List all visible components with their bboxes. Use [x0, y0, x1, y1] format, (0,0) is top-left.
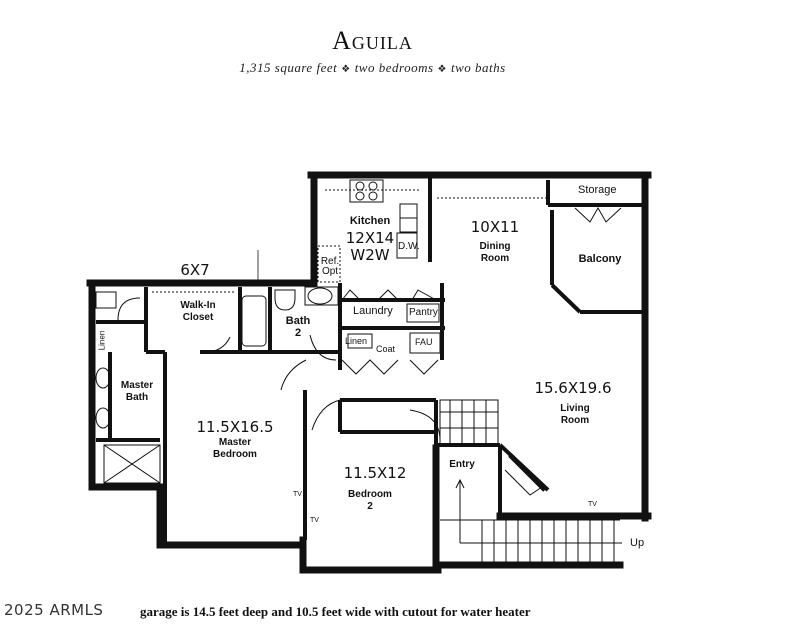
entry-label: Entry — [449, 459, 475, 470]
separator-icon: ❖ — [341, 64, 351, 75]
balcony-label: Balcony — [578, 253, 622, 265]
fau-label: FAU — [415, 337, 433, 347]
linen-master-label: Linen — [97, 330, 107, 351]
kitchen-label: Kitchen — [349, 215, 391, 227]
garage-note: garage is 14.5 feet deep and 10.5 feet w… — [140, 604, 531, 619]
living-label: Living Room — [560, 403, 590, 426]
bedroom2-label: Bedroom 2 — [348, 489, 392, 512]
bedroom-count: two bedrooms — [354, 60, 434, 75]
plan-subtitle: 1,315 square feet❖two bedrooms❖two baths — [0, 60, 745, 76]
walk-in-closet-dimensions: 6X7 — [180, 261, 210, 279]
pantry-label: Pantry — [409, 307, 438, 318]
laundry-label: Laundry — [353, 305, 393, 317]
tv-label-bedroom2: TV — [310, 517, 319, 524]
bath2-label: Bath 2 — [285, 315, 311, 339]
master-bath-label: Master Bath — [120, 380, 154, 403]
storage-label: Storage — [578, 184, 617, 196]
master-bedroom-dimensions: 11.5X16.5 — [196, 418, 274, 436]
tv-label-master: TV — [293, 491, 302, 498]
bedroom2-dimensions: 11.5X12 — [343, 464, 407, 482]
tv-label-living: TV — [588, 501, 597, 508]
coat-label: Coat — [376, 344, 396, 354]
stairs-up-label: Up — [630, 537, 645, 549]
master-bedroom-label: Master Bedroom — [213, 437, 257, 460]
linen-hall-label: Linen — [345, 336, 368, 346]
dishwasher-label: D.W. — [398, 241, 420, 252]
living-dimensions: 15.6X19.6 — [534, 379, 612, 397]
walk-in-closet-label: Walk-In Closet — [180, 300, 216, 323]
refrigerator-label: Ref. Opt — [320, 256, 340, 277]
kitchen-note: W2W — [350, 246, 390, 264]
watermark: 2025 ARMLS — [4, 601, 104, 619]
plan-title: Aguila — [332, 26, 413, 55]
bath-count: two baths — [450, 60, 506, 75]
kitchen-dimensions: 12X14 — [345, 229, 395, 247]
square-footage: 1,315 square feet — [239, 60, 338, 75]
dining-label: Dining Room — [479, 241, 511, 264]
separator-icon: ❖ — [437, 64, 447, 75]
dining-dimensions: 10X11 — [470, 218, 520, 236]
